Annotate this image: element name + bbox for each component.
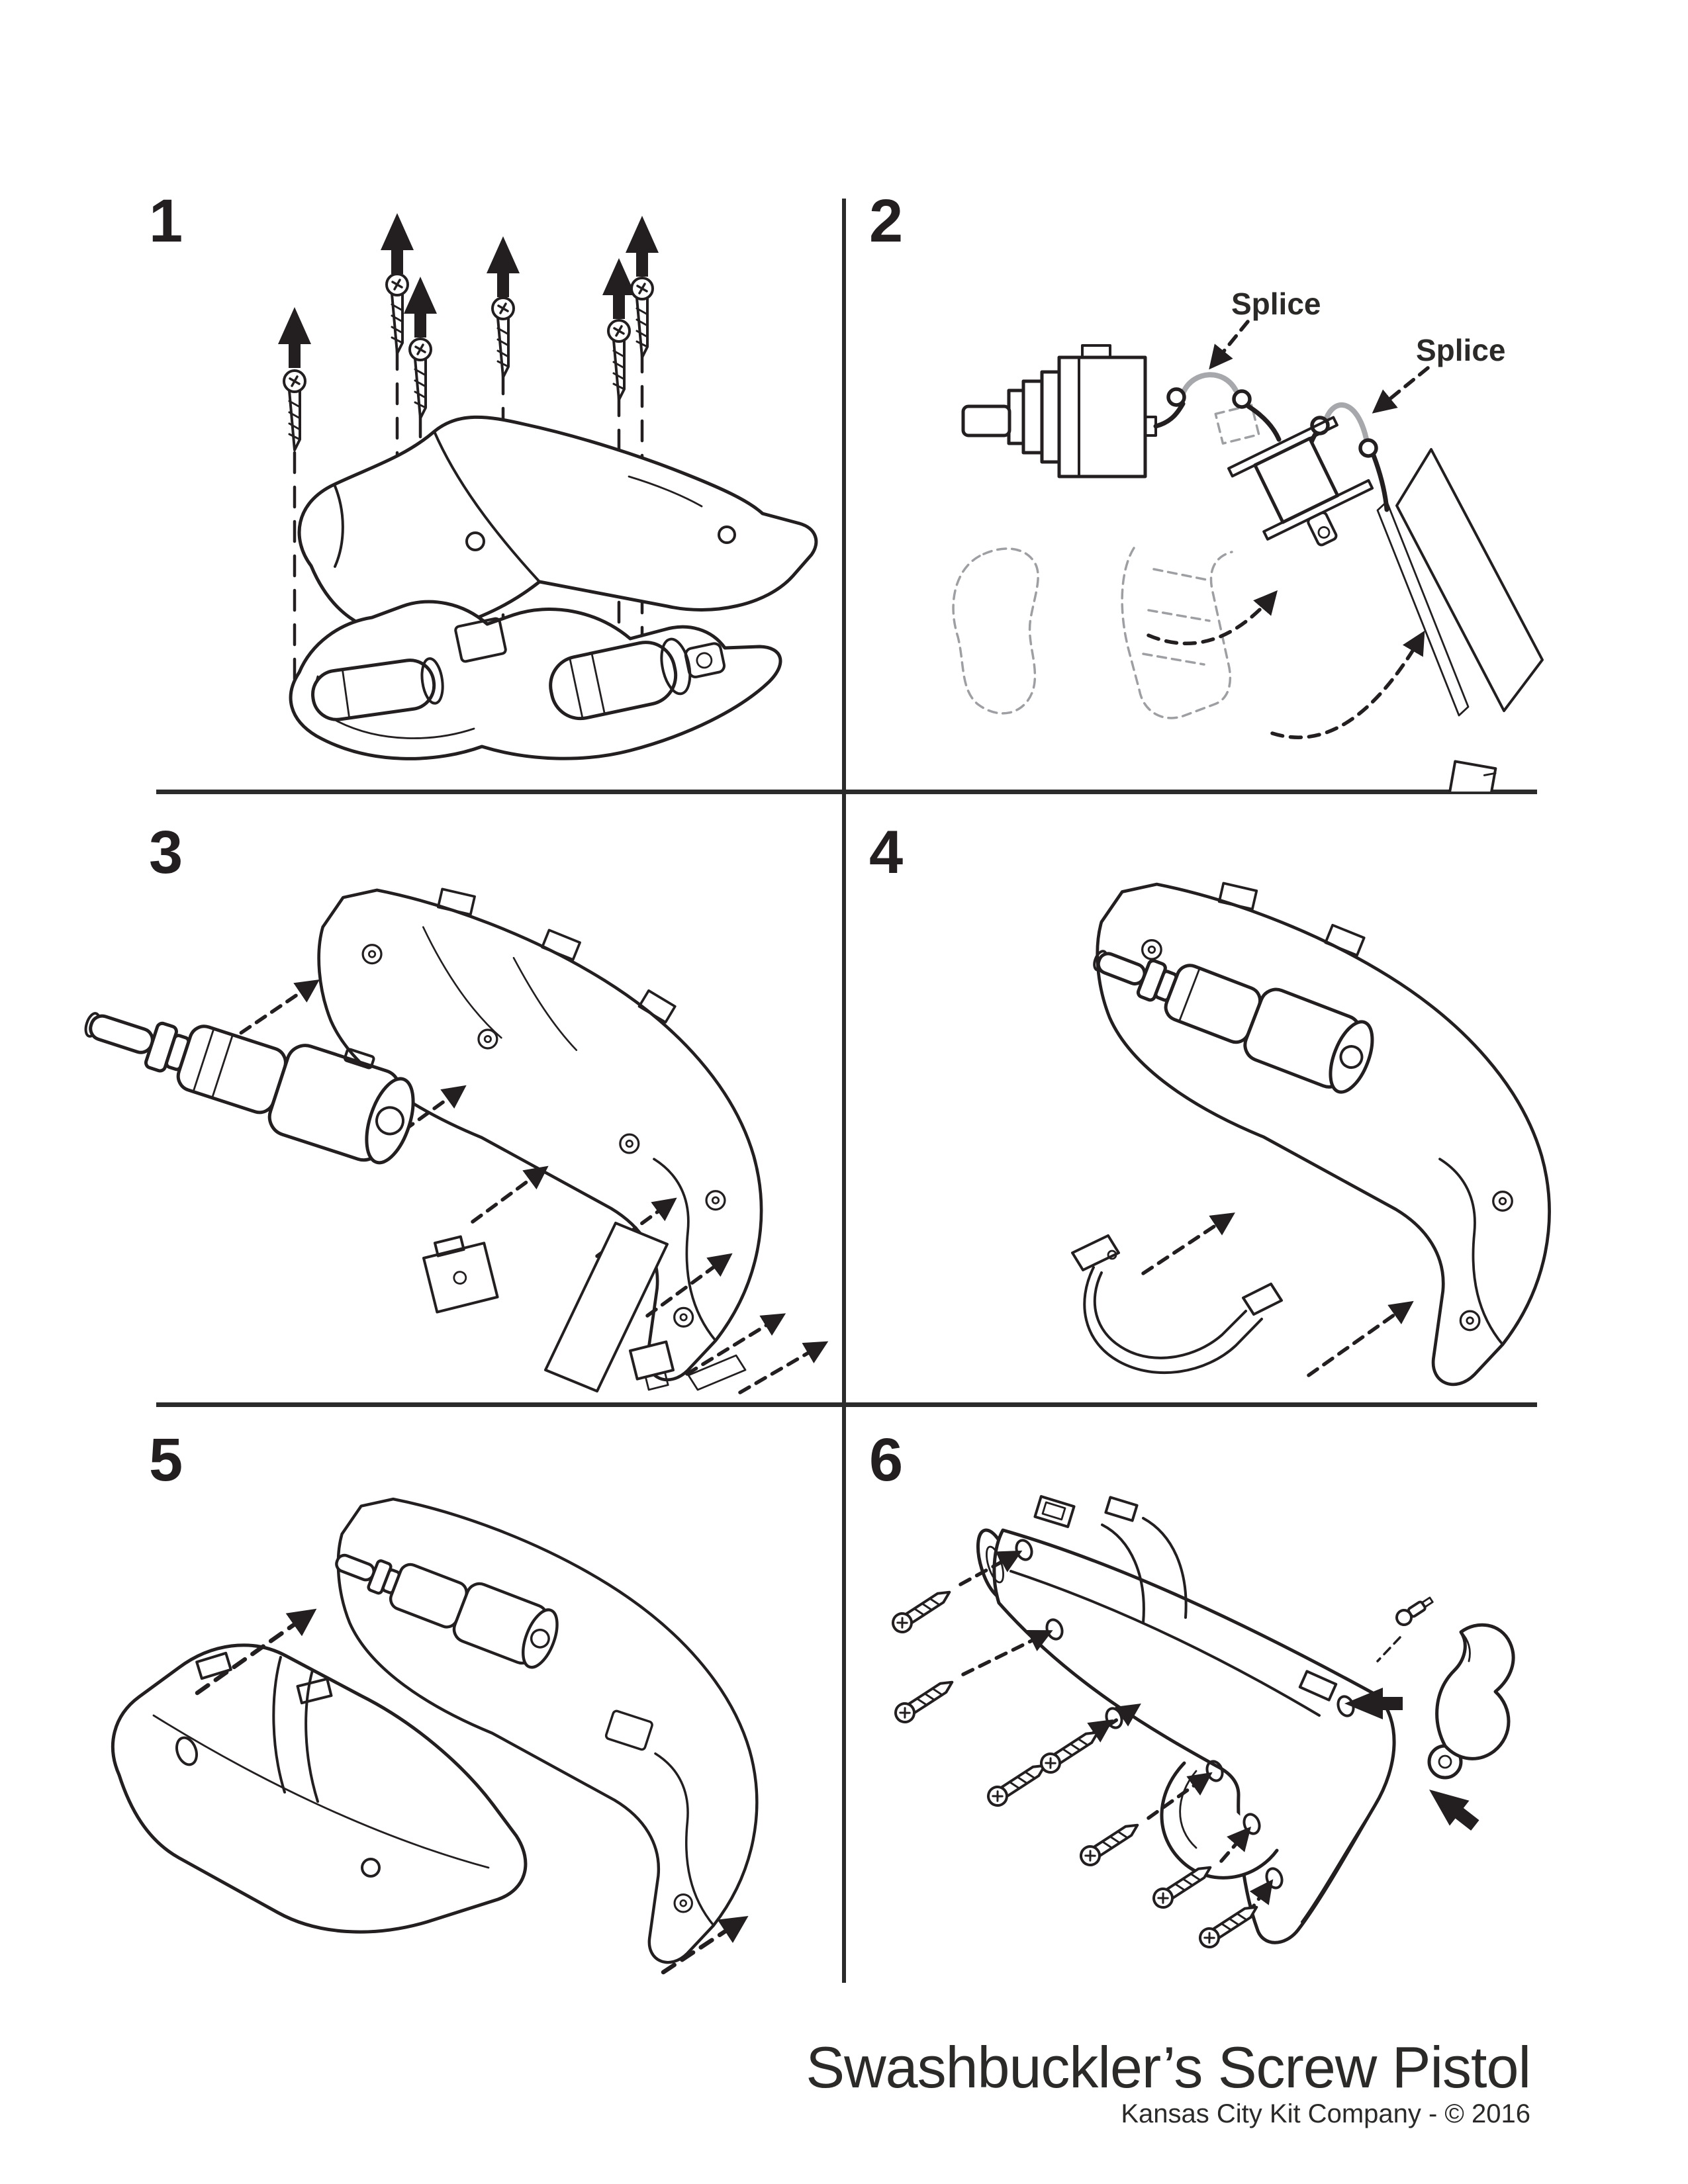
step-4-trigger-guard-illustration — [1071, 882, 1688, 1404]
small-parts-drawing — [1442, 760, 1497, 792]
splice-callout-2: Splice — [1416, 333, 1506, 367]
step-number-3: 3 — [149, 819, 183, 886]
outer-half-shell-drawing — [111, 1643, 528, 1934]
step-number-2: 2 — [869, 187, 903, 255]
step-number-4: 4 — [869, 819, 903, 886]
step-2-wiring-splice-illustration — [952, 320, 1544, 792]
motor-in-tray-drawing — [549, 637, 726, 721]
step-6-final-assembly-illustration — [888, 1495, 1515, 1952]
housing-with-motor-drawing — [1093, 882, 1550, 1384]
switch-part-drawing — [422, 1235, 499, 1314]
inner-half-with-motor-drawing — [335, 1499, 757, 1962]
splice-pointer-arrow-1 — [1209, 320, 1250, 370]
row-divider-2 — [156, 1402, 1537, 1407]
circuit-board-drawing — [1376, 448, 1544, 717]
wire-with-splice-loops — [1153, 372, 1389, 512]
step-number-5: 5 — [149, 1426, 183, 1494]
company-credit: Kansas City Kit Company - © 2016 — [1121, 2099, 1530, 2128]
motor-gearbox-assembly-drawing — [84, 1012, 415, 1165]
step-5-join-halves-illustration — [111, 1404, 844, 1975]
row-divider-1 — [156, 790, 1537, 794]
clip-part-drawing — [629, 1340, 675, 1391]
wedge-part-drawing — [687, 1354, 747, 1391]
splice-pointer-arrow-2 — [1372, 366, 1430, 414]
assembled-pistol-drawing — [976, 1495, 1396, 1944]
step-1-exploded-housing-illustration — [278, 213, 818, 760]
label-sticker-drawing — [544, 1222, 669, 1392]
dashed-join-arrow — [195, 1608, 317, 1696]
insert-arrow-icon — [1419, 1777, 1485, 1839]
curved-dashed-arrow — [1270, 630, 1425, 739]
housing-shell-interior-drawing — [319, 887, 761, 1379]
battery-in-tray-drawing — [311, 657, 444, 721]
lower-housing-half-drawing — [289, 600, 782, 760]
dashed-join-arrow — [661, 1916, 749, 1975]
step-number-6: 6 — [869, 1426, 903, 1494]
trigger-guard-drawing — [1071, 1234, 1283, 1375]
up-arrow-icons — [278, 213, 659, 368]
ghost-housing-outline — [952, 404, 1260, 719]
switch-block-drawing — [1227, 416, 1374, 547]
dashed-assembly-arrow — [1141, 1212, 1235, 1275]
step-3-install-motor-illustration — [84, 887, 829, 1394]
splice-callout-1: Splice — [1231, 287, 1321, 321]
dashed-assembly-arrow — [1307, 1300, 1414, 1377]
motor-drawing — [961, 344, 1157, 478]
page-title: Swashbuckler’s Screw Pistol — [806, 2034, 1531, 2100]
hammer-part-drawing — [1344, 1596, 1515, 1839]
curved-dashed-arrow — [1147, 590, 1278, 645]
step-number-1: 1 — [149, 187, 183, 255]
center-column-divider — [842, 199, 846, 1983]
upper-housing-half-drawing — [297, 415, 818, 635]
